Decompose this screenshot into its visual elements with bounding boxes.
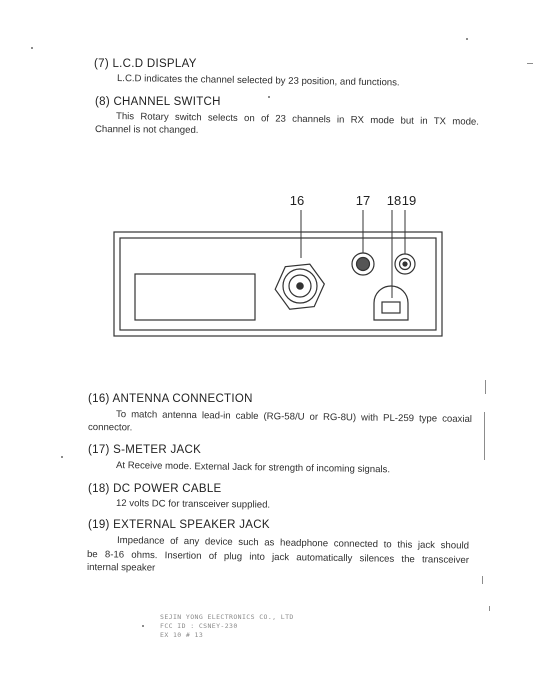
section-text-line: 12 volts DC for transceiver supplied. <box>115 498 271 511</box>
dc-power-socket <box>373 285 409 321</box>
scan-streak <box>482 576 483 584</box>
section-heading: (8) CHANNEL SWITCH <box>95 96 221 108</box>
callout-label-s-meter: 17 <box>356 193 370 208</box>
panel-outer-frame <box>113 231 443 337</box>
scan-speck <box>142 625 144 627</box>
callout-label-speaker: 19 <box>402 193 416 208</box>
scan-speck <box>61 456 63 458</box>
scan-streak <box>489 606 490 611</box>
scan-speck <box>527 63 533 64</box>
callout-label-dc-power: 18 <box>387 193 401 208</box>
footer-company: SEJIN YONG ELECTRONICS CO., LTD <box>160 613 294 621</box>
scan-streak <box>485 380 486 394</box>
section-text-line: internal speaker <box>86 562 156 574</box>
scan-streak <box>484 412 485 460</box>
section-heading: (17) S-METER JACK <box>88 444 202 456</box>
antenna-connector <box>274 263 325 310</box>
scan-speck <box>31 47 33 49</box>
speaker-jack <box>394 253 416 275</box>
section-heading: (7) L.C.D DISPLAY <box>94 58 197 70</box>
footer-fcc-id: FCC ID : CSNEY-230 <box>160 622 238 630</box>
scan-speck <box>268 96 270 98</box>
callout-leader-lines <box>300 210 406 298</box>
lcd-window <box>134 273 256 321</box>
callout-label-antenna: 16 <box>290 193 304 208</box>
s-meter-jack <box>351 252 375 276</box>
footer-page-ref: EX 10 # 13 <box>160 631 204 639</box>
section-heading: (19) EXTERNAL SPEAKER JACK <box>88 519 270 531</box>
section-heading: (16) ANTENNA CONNECTION <box>88 393 253 405</box>
section-heading: (18) DC POWER CABLE <box>88 483 222 495</box>
panel-inner-frame <box>119 237 437 331</box>
scan-speck <box>466 38 468 40</box>
section-text-line: connector. <box>87 422 133 434</box>
